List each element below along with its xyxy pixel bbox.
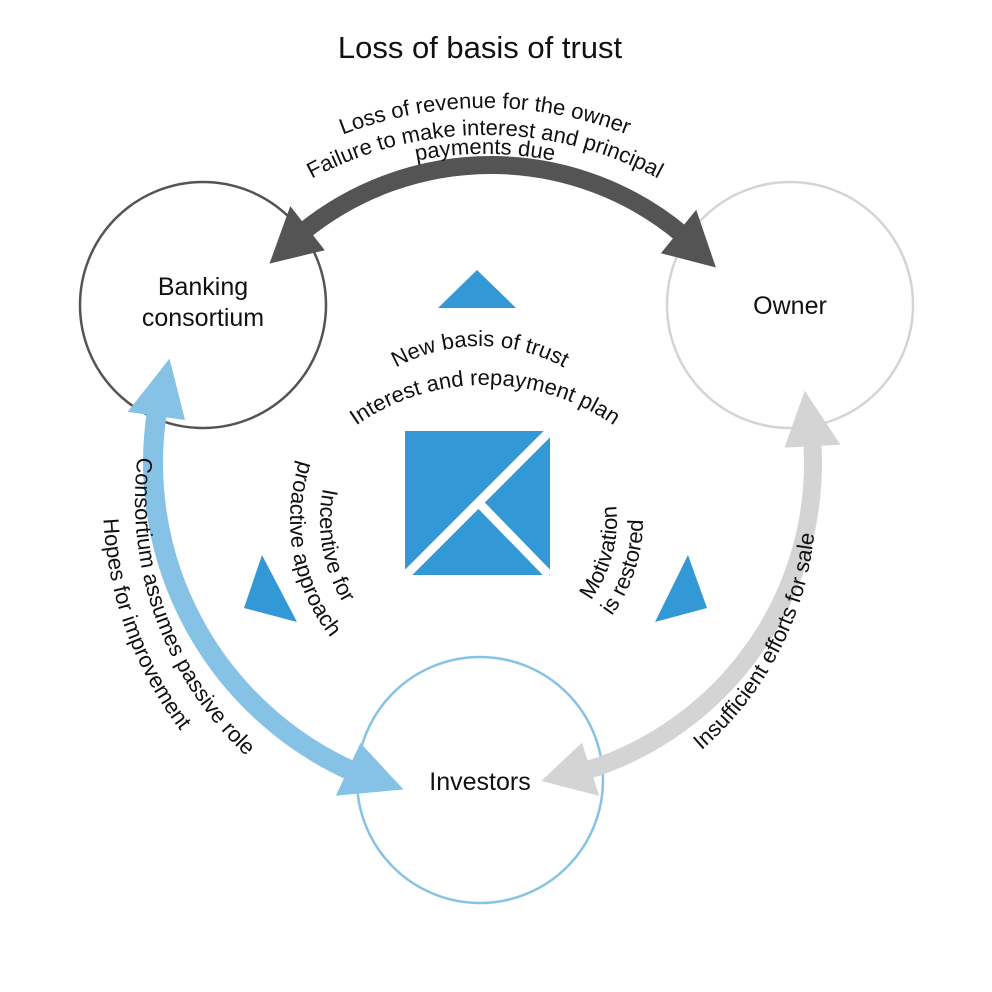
center-text-line2: Interest and repayment plan <box>345 365 625 430</box>
diagram-title: Loss of basis of trust <box>338 30 623 65</box>
blue-arrowhead-icon <box>335 743 404 796</box>
left-triangle-icon <box>244 555 297 622</box>
center-logo-icon <box>399 425 556 582</box>
dark-arrow <box>297 156 689 242</box>
owner-label: Owner <box>753 292 827 320</box>
gray-arrow <box>582 439 822 780</box>
banking-label-line1: Banking <box>158 273 248 301</box>
top-triangle-icon <box>438 270 516 308</box>
blue-arrowhead-icon <box>127 358 185 420</box>
blue-arrow <box>143 408 358 781</box>
gray-arrowhead-icon <box>784 390 841 448</box>
investors-label: Investors <box>429 768 530 796</box>
banking-label-line2: consortium <box>142 304 264 332</box>
banking-consortium-circle <box>78 180 328 430</box>
owner-circle <box>665 180 915 430</box>
dark-arrowhead-icon <box>660 209 716 268</box>
gray-arrowhead-icon <box>541 742 600 796</box>
right-triangle-icon <box>655 555 707 622</box>
dark-arrowhead-icon <box>269 206 325 264</box>
